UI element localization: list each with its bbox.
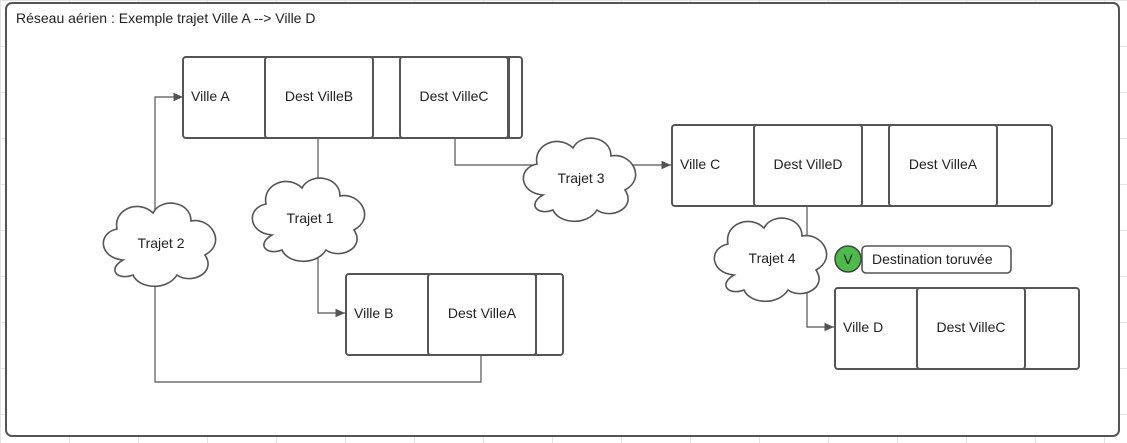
dest-label: Dest VilleD xyxy=(774,156,843,172)
dest-label: Dest VilleC xyxy=(420,88,489,104)
node-label: Ville D xyxy=(843,319,883,335)
dest-cell[interactable] xyxy=(916,287,1026,370)
badge-text: Destination toruvée xyxy=(872,251,993,267)
cloud-trajet-3[interactable]: Trajet 3 xyxy=(522,137,637,223)
connector-b-to-a xyxy=(154,92,482,383)
page-title: Réseau aérien : Exemple trajet Ville A -… xyxy=(16,10,315,26)
node-label: Ville C xyxy=(680,156,720,172)
dest-cell[interactable] xyxy=(399,56,509,139)
cloud-label: Trajet 4 xyxy=(749,250,796,266)
badge-box xyxy=(861,245,1012,274)
cloud-trajet-2[interactable]: Trajet 2 xyxy=(102,202,217,288)
dest-cell[interactable] xyxy=(427,273,537,356)
dest-label: Dest VilleA xyxy=(448,305,517,321)
dest-cell[interactable] xyxy=(753,124,863,207)
cloud-label: Trajet 1 xyxy=(287,210,334,226)
node-ville-a[interactable]: Ville A Dest VilleB Dest VilleC xyxy=(182,56,523,139)
node-ville-d[interactable]: Ville D Dest VilleC xyxy=(834,287,1080,370)
dest-label: Dest VilleC xyxy=(937,319,1006,335)
node-label: Ville B xyxy=(354,305,393,321)
node-ville-b[interactable]: Ville B Dest VilleA xyxy=(345,273,564,356)
node-label: Ville A xyxy=(191,88,230,104)
cloud-trajet-4[interactable]: Trajet 4 xyxy=(713,217,828,303)
badge-letter: V xyxy=(843,251,853,267)
cloud-trajet-1[interactable]: Trajet 1 xyxy=(251,177,366,263)
check-circle-icon xyxy=(834,245,862,273)
destination-found-badge[interactable]: V Destination toruvée xyxy=(834,245,1012,274)
dest-label: Dest VilleA xyxy=(909,156,978,172)
cloud-label: Trajet 3 xyxy=(558,170,605,186)
node-ville-c[interactable]: Ville C Dest VilleD Dest VilleA xyxy=(671,124,1053,207)
dest-cell[interactable] xyxy=(264,56,374,139)
cloud-label: Trajet 2 xyxy=(138,235,185,251)
dest-label: Dest VilleB xyxy=(285,88,353,104)
dest-cell[interactable] xyxy=(888,124,998,207)
